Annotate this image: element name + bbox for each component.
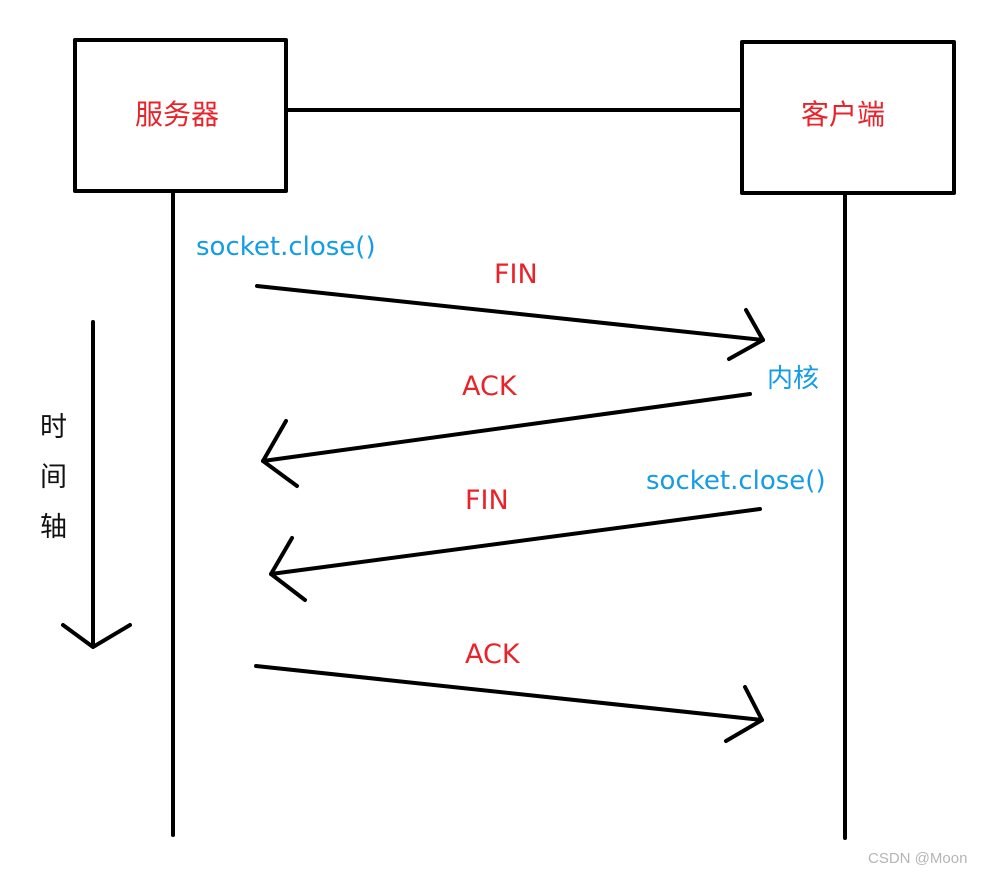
message-arrow-4 bbox=[254, 664, 764, 743]
message-label-4: ACK bbox=[465, 639, 520, 670]
client-close-annotation: socket.close() bbox=[646, 466, 826, 496]
time-axis-char-3: 轴 bbox=[40, 512, 67, 543]
time-axis-char-1: 时 bbox=[40, 412, 67, 443]
message-arrow-3 bbox=[269, 507, 762, 602]
server-label: 服务器 bbox=[135, 98, 220, 131]
server-close-annotation: socket.close() bbox=[196, 232, 376, 262]
message-label-1: FIN bbox=[494, 259, 538, 290]
time-axis-arrow bbox=[61, 320, 132, 649]
server-box bbox=[73, 38, 288, 193]
message-arrow-1 bbox=[255, 284, 765, 361]
client-box bbox=[740, 40, 956, 195]
client-label: 客户端 bbox=[801, 98, 886, 131]
watermark: CSDN @Moon bbox=[868, 850, 968, 867]
message-arrow-2 bbox=[261, 392, 752, 488]
time-axis-char-2: 间 bbox=[40, 462, 67, 493]
message-label-3: FIN bbox=[465, 485, 509, 516]
message-label-2: ACK bbox=[462, 371, 517, 402]
client-kernel-annotation: 内核 bbox=[767, 364, 820, 394]
